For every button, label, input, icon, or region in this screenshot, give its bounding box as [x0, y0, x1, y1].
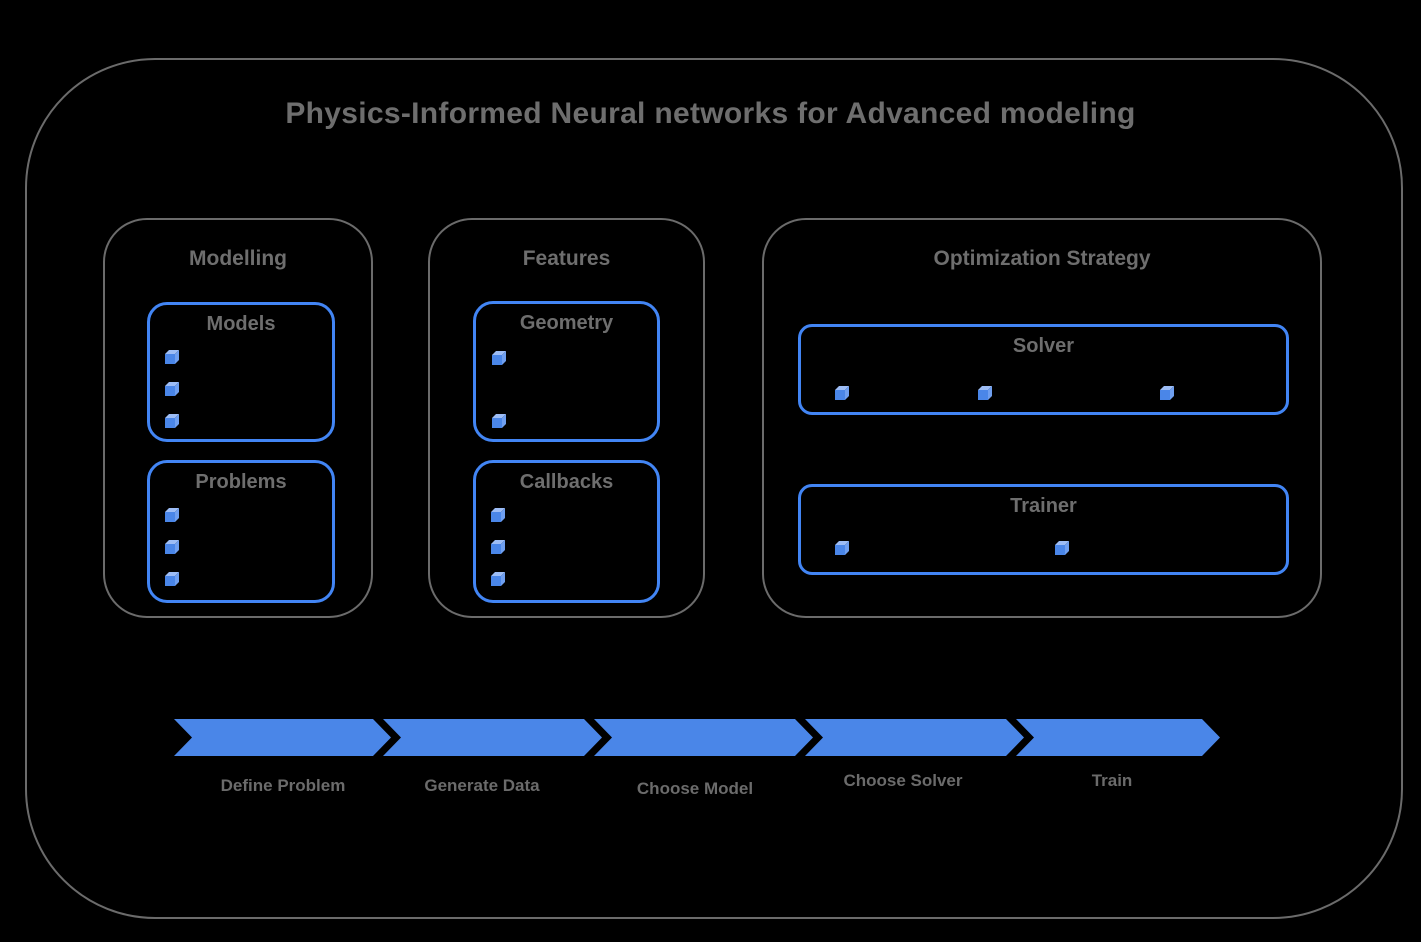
- flow-step-choose-solver: Choose Solver: [843, 771, 963, 790]
- cube-icon: [491, 413, 507, 429]
- cube-icon: [490, 507, 506, 523]
- flow-arrow-segment: [805, 719, 1024, 756]
- flow-step-define-problem: Define Problem: [220, 776, 346, 795]
- box-problems-label: Problems: [195, 471, 287, 493]
- box-callbacks-label: Callbacks: [519, 471, 614, 493]
- section-optimization-label: Optimization Strategy: [933, 247, 1151, 270]
- box-solver: Solver: [798, 324, 1289, 415]
- cube-icon: [164, 413, 180, 429]
- cube-icon: [164, 571, 180, 587]
- box-trainer-bullets: [801, 487, 1286, 572]
- cube-icon: [490, 539, 506, 555]
- cube-icon: [1054, 540, 1070, 556]
- box-geometry: Geometry: [473, 301, 660, 442]
- box-geometry-bullets: [476, 304, 657, 439]
- cube-icon: [834, 540, 850, 556]
- box-models-label: Models: [206, 313, 276, 335]
- flow-step-choose-model: Choose Model: [636, 779, 754, 798]
- box-trainer: Trainer: [798, 484, 1289, 575]
- cube-icon: [490, 571, 506, 587]
- section-features-label: Features: [522, 247, 611, 270]
- box-solver-label: Solver: [1012, 335, 1075, 357]
- cube-icon: [164, 539, 180, 555]
- cube-icon: [164, 507, 180, 523]
- box-models: Models: [147, 302, 335, 442]
- box-models-bullets: [150, 305, 332, 439]
- section-optimization-strategy: Optimization Strategy Solver Trainer: [762, 218, 1322, 618]
- flow-step-train: Train: [1091, 771, 1133, 790]
- cube-icon: [834, 385, 850, 401]
- cube-icon: [977, 385, 993, 401]
- flow-arrow: [174, 719, 1220, 756]
- diagram-title: Physics-Informed Neural networks for Adv…: [285, 97, 1136, 130]
- cube-icon: [491, 350, 507, 366]
- cube-icon: [164, 381, 180, 397]
- flow-arrow-segment: [594, 719, 813, 756]
- cube-icon: [1159, 385, 1175, 401]
- section-features: Features Geometry Callbacks: [428, 218, 705, 618]
- section-modelling: Modelling Models Problems: [103, 218, 373, 618]
- box-geometry-label: Geometry: [519, 312, 614, 334]
- flow-arrow-segment: [1016, 719, 1220, 756]
- box-callbacks: Callbacks: [473, 460, 660, 603]
- outer-frame: [25, 58, 1403, 919]
- box-problems: Problems: [147, 460, 335, 603]
- flow-arrow-segment: [174, 719, 391, 756]
- flow-arrow-segment: [383, 719, 602, 756]
- box-problems-bullets: [150, 463, 332, 600]
- box-solver-bullets: [801, 327, 1286, 412]
- box-trainer-label: Trainer: [1010, 495, 1077, 517]
- flow-step-generate-data: Generate Data: [424, 776, 540, 795]
- box-callbacks-bullets: [476, 463, 657, 600]
- section-modelling-label: Modelling: [189, 247, 287, 270]
- cube-icon: [164, 349, 180, 365]
